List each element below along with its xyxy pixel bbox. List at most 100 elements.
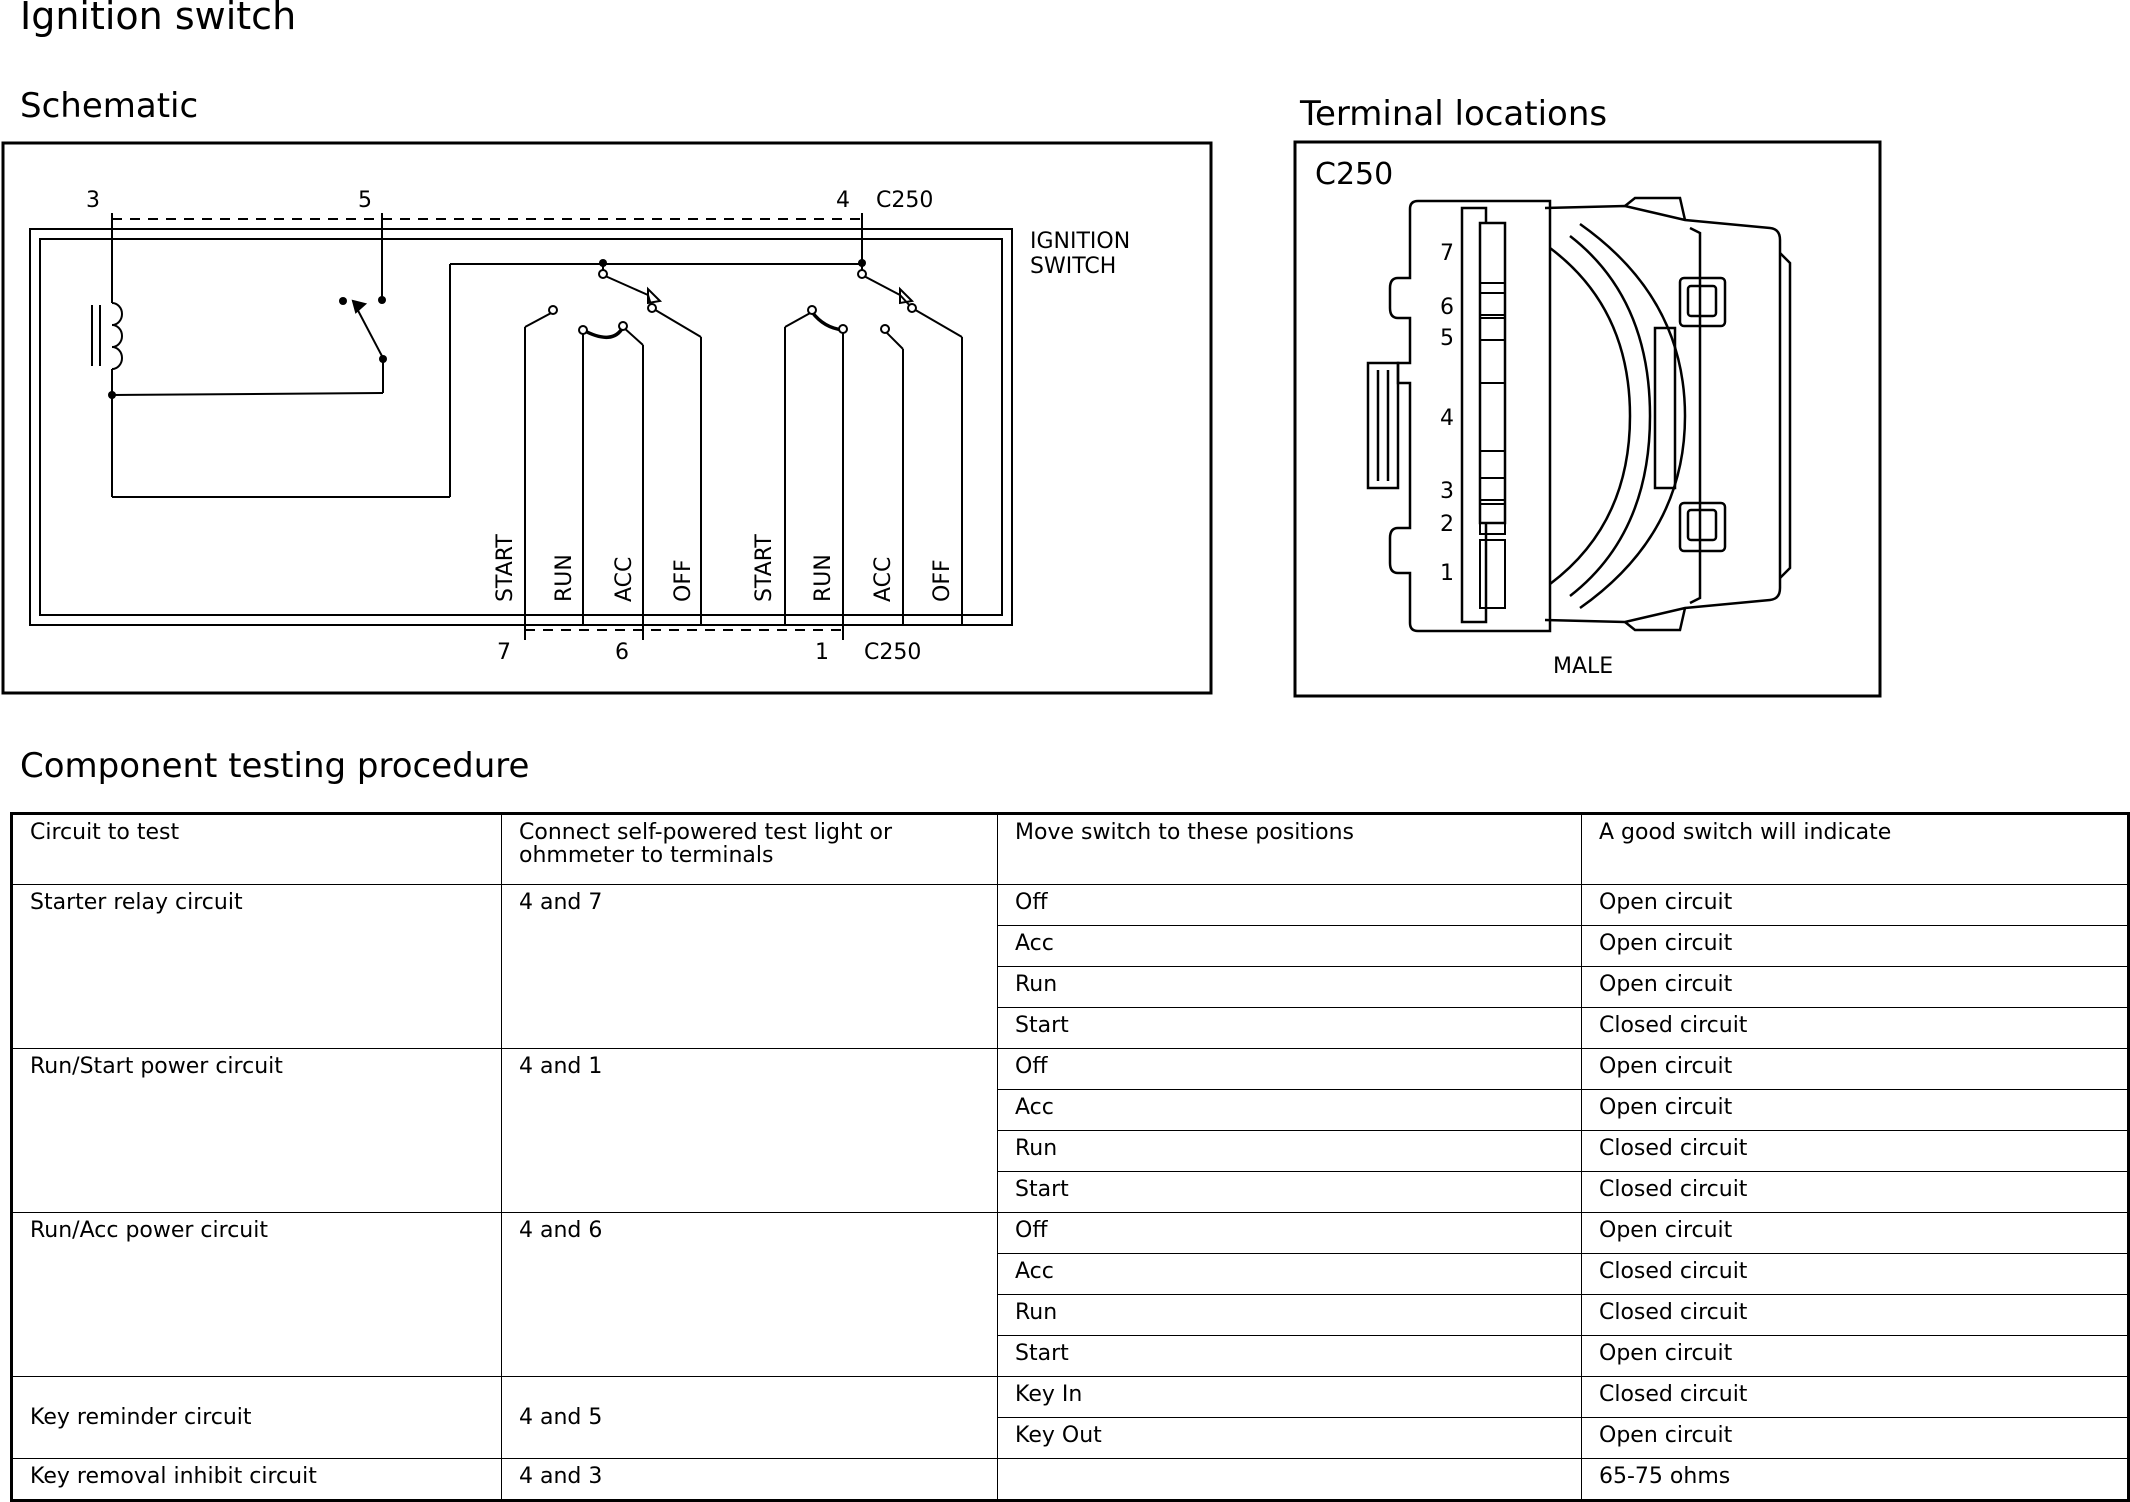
terminals-cell: 4 and 6 <box>501 1212 998 1377</box>
schematic-frame <box>1 141 1213 695</box>
column-header: A good switch will indicate <box>1581 813 2129 885</box>
switch-label-line2: SWITCH <box>1030 254 1116 279</box>
terminals-cell: 4 and 5 <box>501 1376 998 1459</box>
position-cell: Acc <box>997 1253 1582 1295</box>
schematic-heading: Schematic <box>20 86 199 126</box>
result-cell: 65-75 ohms <box>1581 1458 2129 1501</box>
pin-label-6: 6 <box>615 640 629 665</box>
latch-body <box>1544 204 1782 624</box>
result-cell: Open circuit <box>1581 1048 2129 1090</box>
circuit-cell: Key removal inhibit circuit <box>11 1458 502 1501</box>
terminal-number: 4 <box>1440 406 1454 431</box>
position-cell <box>997 1458 1582 1501</box>
terminal-slot <box>1479 222 1506 284</box>
terminal-number: 1 <box>1440 561 1454 586</box>
connector-label-bottom: C250 <box>864 640 921 665</box>
column-header: Circuit to test <box>11 813 502 885</box>
result-cell: Closed circuit <box>1581 1130 2129 1172</box>
result-cell: Open circuit <box>1581 1417 2129 1459</box>
terminal-locations-diagram: C250 7 6 5 4 3 2 1 MALE <box>1293 140 1882 698</box>
result-cell: Open circuit <box>1581 884 2129 926</box>
page-title: Ignition switch <box>20 0 297 38</box>
terminal-frame <box>1293 140 1882 698</box>
connector-body <box>1388 199 1552 633</box>
wiper-left <box>602 274 649 296</box>
result-cell: Open circuit <box>1581 925 2129 967</box>
procedure-heading: Component testing procedure <box>20 746 530 786</box>
position-cell: Run <box>997 1130 1582 1172</box>
position-cell: Off <box>997 1048 1582 1090</box>
pin-label-5: 5 <box>358 188 372 213</box>
switch-housing-outer <box>29 228 1013 626</box>
position-cell: Off <box>997 1212 1582 1254</box>
terminal-slot <box>1479 477 1506 501</box>
position-cell: Key Out <box>997 1417 1582 1459</box>
pin-label-7: 7 <box>497 640 511 665</box>
position-label: RUN <box>552 554 577 602</box>
terminal-number: 3 <box>1440 479 1454 504</box>
terminal-number: 2 <box>1440 512 1454 537</box>
pin-label-1: 1 <box>815 640 829 665</box>
result-cell: Open circuit <box>1581 1335 2129 1377</box>
position-cell: Run <box>997 966 1582 1008</box>
terminal-number: 7 <box>1440 241 1454 266</box>
pin-label-4: 4 <box>836 188 850 213</box>
result-cell: Open circuit <box>1581 966 2129 1008</box>
switch-housing-inner <box>39 238 1003 616</box>
result-cell: Closed circuit <box>1581 1007 2129 1049</box>
result-cell: Closed circuit <box>1581 1294 2129 1336</box>
result-cell: Open circuit <box>1581 1212 2129 1254</box>
terminals-cell: 4 and 1 <box>501 1048 998 1213</box>
position-cell: Acc <box>997 925 1582 967</box>
coil-winding <box>111 302 123 370</box>
position-cell: Start <box>997 1007 1582 1049</box>
result-cell: Closed circuit <box>1581 1376 2129 1418</box>
wiper-right <box>861 274 901 296</box>
terminals-cell: 4 and 3 <box>501 1458 998 1501</box>
position-label: ACC <box>612 557 637 602</box>
terminal-slot <box>1479 503 1506 535</box>
position-cell: Acc <box>997 1089 1582 1131</box>
terminal-slot <box>1479 317 1506 341</box>
column-header: Move switch to these positions <box>997 813 1582 885</box>
position-cell: Start <box>997 1171 1582 1213</box>
connector-gender: MALE <box>1553 654 1613 679</box>
position-cell: Run <box>997 1294 1582 1336</box>
position-cell: Start <box>997 1335 1582 1377</box>
position-cell: Key In <box>997 1376 1582 1418</box>
circuit-cell: Run/Start power circuit <box>11 1048 502 1213</box>
connector-label-top: C250 <box>876 188 933 213</box>
terminal-locations-heading: Terminal locations <box>1300 94 1608 134</box>
connector-label: C250 <box>1315 157 1393 192</box>
terminal-number: 6 <box>1440 295 1454 320</box>
schematic-diagram: 3 5 4 C250 IGNITION SWITCH START RUN ACC… <box>1 141 1213 695</box>
position-label: OFF <box>671 559 696 602</box>
terminal-slot <box>1479 539 1506 609</box>
position-label: OFF <box>930 559 955 602</box>
circuit-cell: Key reminder circuit <box>11 1376 502 1459</box>
terminals-cell: 4 and 7 <box>501 884 998 1049</box>
position-label: START <box>493 534 518 602</box>
circuit-cell: Starter relay circuit <box>11 884 502 1049</box>
result-cell: Open circuit <box>1581 1089 2129 1131</box>
pin-label-3: 3 <box>86 188 100 213</box>
switch-label-line1: IGNITION <box>1030 229 1130 254</box>
procedure-table: Circuit to test Connect self-powered tes… <box>10 812 2130 1502</box>
position-label: RUN <box>811 554 836 602</box>
position-label: START <box>752 534 777 602</box>
position-cell: Off <box>997 884 1582 926</box>
terminal-slot <box>1479 382 1506 452</box>
result-cell: Closed circuit <box>1581 1253 2129 1295</box>
